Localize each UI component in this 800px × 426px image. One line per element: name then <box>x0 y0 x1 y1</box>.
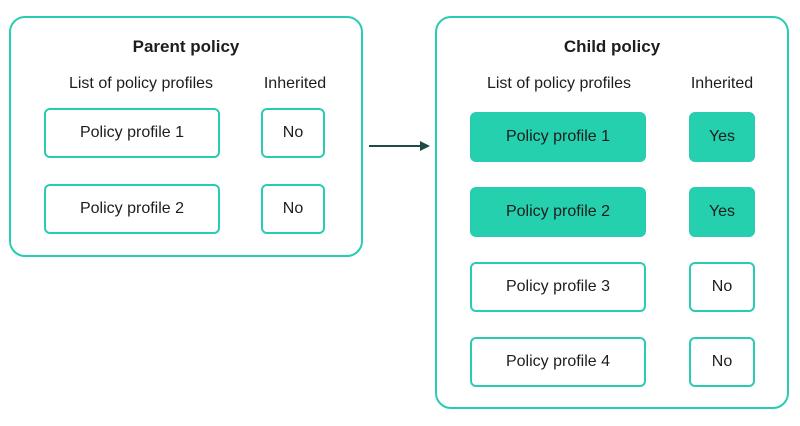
child-col-profiles-header: List of policy profiles <box>486 75 632 92</box>
child-policy-panel: Child policy List of policy profiles Inh… <box>435 16 789 409</box>
arrow-head <box>420 141 430 151</box>
child-policy-title: Child policy <box>563 37 661 56</box>
child-profile-3-box: Policy profile 3 <box>470 262 646 312</box>
parent-policy-title: Parent policy <box>132 37 240 56</box>
child-profile-2-box: Policy profile 2 <box>470 187 646 237</box>
parent-col-inherited-header: Inherited <box>263 75 327 92</box>
child-inherited-2-box: Yes <box>689 187 755 237</box>
child-inherited-3-box: No <box>689 262 755 312</box>
child-inherited-1-box: Yes <box>689 112 755 162</box>
child-profile-4-box: Policy profile 4 <box>470 337 646 387</box>
child-profile-1-box: Policy profile 1 <box>470 112 646 162</box>
parent-policy-panel: Parent policy List of policy profiles In… <box>9 16 363 257</box>
parent-col-profiles-header: List of policy profiles <box>68 75 214 92</box>
parent-profile-2-box: Policy profile 2 <box>44 184 220 234</box>
parent-inherited-1-box: No <box>261 108 325 158</box>
parent-profile-1-box: Policy profile 1 <box>44 108 220 158</box>
child-inherited-4-box: No <box>689 337 755 387</box>
parent-inherited-2-box: No <box>261 184 325 234</box>
child-col-inherited-header: Inherited <box>690 75 754 92</box>
inheritance-arrow <box>369 141 430 151</box>
